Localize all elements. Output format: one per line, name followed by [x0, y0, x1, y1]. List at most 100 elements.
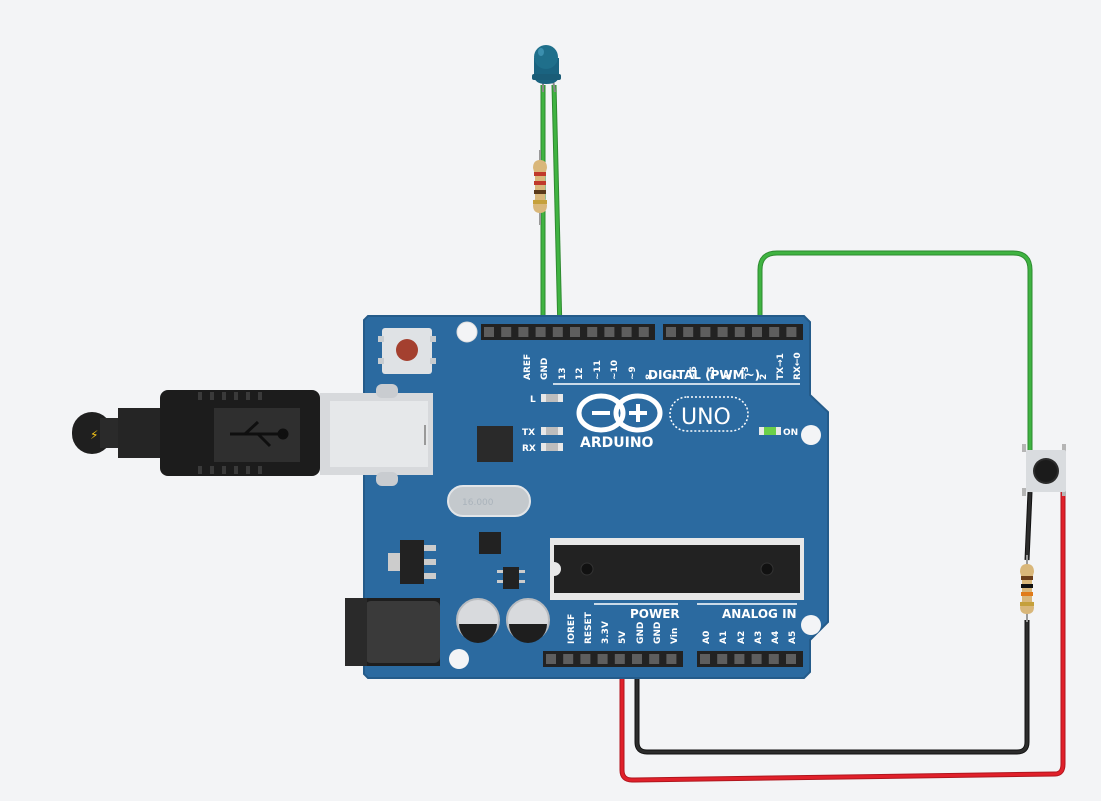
pin-label: GND: [540, 358, 550, 380]
atmega-microcontroller: [550, 538, 804, 600]
header-hole[interactable]: [552, 327, 563, 337]
header-hole[interactable]: [734, 327, 745, 337]
header-hole[interactable]: [518, 327, 529, 337]
svg-text:ON: ON: [783, 428, 798, 438]
wire-button-resistor[interactable]: [1024, 491, 1033, 561]
header-hole[interactable]: [786, 327, 797, 337]
pin-label: GND: [653, 622, 663, 644]
header-hole[interactable]: [768, 654, 779, 664]
header-hole[interactable]: [632, 654, 642, 664]
lightning-icon: ⚡: [90, 428, 98, 442]
header-hole[interactable]: [563, 654, 574, 664]
pin-label: 5V: [618, 631, 628, 644]
pin-label: RX←0: [793, 352, 803, 380]
header-hole[interactable]: [649, 654, 660, 664]
pin-label: ~5: [707, 366, 717, 380]
header-hole[interactable]: [769, 327, 780, 337]
pin-label: 2: [759, 374, 769, 380]
pin-label: 12: [575, 367, 585, 380]
header-hole[interactable]: [786, 654, 796, 664]
mounting-hole: [801, 425, 821, 445]
svg-text:UNO: UNO: [681, 405, 731, 430]
small-chip-sot: [497, 567, 525, 589]
pin-label: 3.3V: [601, 621, 611, 644]
header-hole[interactable]: [570, 327, 580, 337]
usb-controller-chip: [477, 426, 513, 462]
reset-button[interactable]: [378, 328, 436, 374]
header-holes: [546, 654, 796, 664]
dc-power-jack[interactable]: [345, 598, 440, 666]
header-hole[interactable]: [597, 654, 608, 664]
blue-led[interactable]: [532, 45, 561, 93]
pin-label: A3: [754, 631, 764, 644]
svg-text:RX: RX: [522, 444, 536, 454]
header-hole[interactable]: [501, 327, 512, 337]
brand-text: ARDUINO: [580, 435, 654, 451]
header-hole[interactable]: [666, 654, 677, 664]
header-hole[interactable]: [587, 327, 598, 337]
pin-label: ~11: [593, 360, 603, 380]
wire-pin2-button[interactable]: [757, 250, 1033, 455]
pin-label: ~3: [741, 366, 751, 380]
usb-symbol-icon: [230, 420, 289, 448]
header-hole[interactable]: [751, 654, 762, 664]
header-hole[interactable]: [700, 327, 711, 337]
header-hole[interactable]: [535, 327, 546, 337]
usb-shield-tab: [376, 472, 398, 486]
header-hole[interactable]: [604, 327, 615, 337]
wire-led-pin13[interactable]: [551, 84, 563, 333]
small-chip: [479, 532, 501, 554]
pin-label: 4: [724, 374, 734, 380]
pin-label: A2: [737, 631, 747, 644]
pin-label: A5: [788, 631, 798, 644]
header-hole[interactable]: [717, 327, 728, 337]
header-holes: [484, 327, 797, 337]
pin-label: AREF: [523, 354, 533, 380]
resistor-led[interactable]: [533, 150, 547, 225]
power-header-label: POWER: [630, 607, 680, 621]
header-hole[interactable]: [717, 654, 728, 664]
led-tx: TX: [522, 427, 563, 438]
pin-label: A1: [719, 631, 729, 644]
header-hole[interactable]: [752, 327, 762, 337]
pin-label: Vin: [670, 628, 680, 644]
header-hole[interactable]: [666, 327, 676, 337]
header-hole[interactable]: [546, 654, 556, 664]
led-l: L: [530, 394, 563, 405]
pin-label: A4: [771, 631, 781, 644]
wire-5v-button[interactable]: [619, 492, 1066, 783]
usb-port: [320, 393, 433, 475]
power-led: ON: [759, 427, 798, 438]
pin-label: ~9: [628, 366, 638, 380]
header-hole[interactable]: [614, 654, 625, 664]
pin-label: TX→1: [776, 353, 786, 380]
arduino-logo-icon: [576, 393, 663, 433]
header-hole[interactable]: [638, 327, 649, 337]
pin-label: GND: [636, 622, 646, 644]
usb-cable[interactable]: ⚡: [72, 390, 320, 476]
digital-header-right[interactable]: [663, 324, 803, 340]
usb-shield-tab: [376, 384, 398, 398]
resistor-button[interactable]: [1020, 555, 1034, 622]
header-hole[interactable]: [700, 654, 710, 664]
svg-text:L: L: [530, 395, 536, 405]
mounting-hole: [801, 615, 821, 635]
header-hole[interactable]: [621, 327, 632, 337]
pushbutton[interactable]: [1022, 444, 1066, 496]
capacitor: [506, 598, 550, 643]
header-hole[interactable]: [484, 327, 494, 337]
power-header[interactable]: [543, 651, 683, 667]
header-hole[interactable]: [683, 327, 694, 337]
header-hole[interactable]: [734, 654, 745, 664]
crystal-oscillator: 16.000: [447, 485, 531, 517]
mounting-hole: [456, 321, 478, 343]
wire-gnd-resistor[interactable]: [634, 620, 1030, 755]
svg-text:TX: TX: [522, 428, 535, 438]
voltage-regulator: [388, 540, 436, 584]
header-hole[interactable]: [580, 654, 591, 664]
svg-text:16.000: 16.000: [462, 498, 494, 508]
pin-label: 7: [672, 374, 682, 380]
